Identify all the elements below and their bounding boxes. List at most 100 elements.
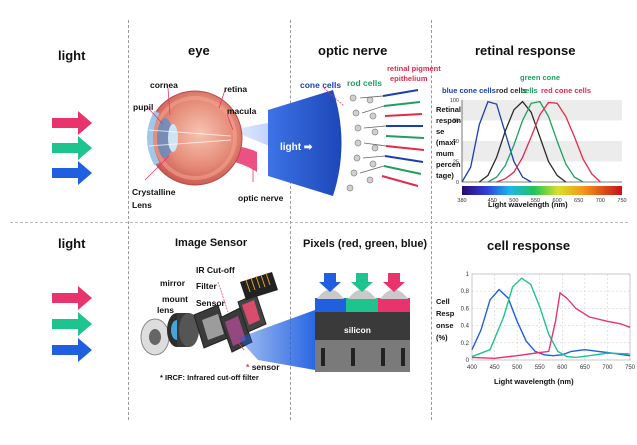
x-tick-label: 750 <box>625 365 635 371</box>
red-arrow-icon <box>52 286 92 310</box>
blue-arrow-icon <box>52 161 92 185</box>
eye-label-macula: macula <box>227 106 257 116</box>
ir-cutoff-label: IR Cut-off <box>196 265 235 275</box>
image-sensor-illustration <box>140 272 278 356</box>
eye-illustration <box>144 87 295 186</box>
x-tick-label: 650 <box>574 198 583 204</box>
series-line <box>487 100 584 183</box>
x-tick-label: 700 <box>596 198 605 204</box>
sensor-label-text: sensor <box>251 362 280 372</box>
divider-1 <box>128 20 129 420</box>
y-tick-label: 0.8 <box>461 289 470 295</box>
x-tick-label: 600 <box>557 365 568 371</box>
ylabel-line: Cell <box>436 297 450 306</box>
light-title-top: light <box>58 48 86 63</box>
x-tick-label: 500 <box>509 198 518 204</box>
y-tick-label: 50 <box>453 139 459 145</box>
pixels-title: Pixels (red, green, blue) <box>303 238 428 250</box>
ircf-footnote: * IRCF: Infrared cut-off filter <box>160 373 259 382</box>
y-tick-label: 0.4 <box>461 324 470 330</box>
cell-response-title: cell response <box>487 238 571 253</box>
pixels-illustration <box>238 273 410 372</box>
sensor-label: * sensor <box>246 362 280 372</box>
x-tick-label: 750 <box>617 198 626 204</box>
light-beam-text: light <box>280 142 302 153</box>
silicon-label: silicon <box>344 325 371 335</box>
sensor-top-label: Sensor <box>196 298 225 308</box>
green-cone-cells-legend: green cone <box>520 73 560 82</box>
y-tick-label: 0.6 <box>461 306 470 312</box>
light-arrow-icon: ➡ <box>303 142 313 153</box>
retinal-pigment-label: retinal pigment <box>387 64 441 73</box>
eye-label-cornea: cornea <box>150 80 178 90</box>
light-arrows-top <box>52 111 92 185</box>
image-sensor-title: Image Sensor <box>175 237 248 249</box>
x-tick-label: 550 <box>535 365 546 371</box>
ylabel-line: percen <box>436 160 461 169</box>
y-tick-label: 0 <box>456 180 459 186</box>
rod-cells-legend: rod cells <box>496 86 527 95</box>
eye-label-lens: Lens <box>132 200 152 210</box>
x-tick-label: 500 <box>512 365 523 371</box>
series-line <box>478 100 567 183</box>
ylabel-line: (maxi <box>436 138 456 147</box>
red-arrow-icon <box>52 111 92 135</box>
grid-band <box>462 100 622 121</box>
cell-xlabel: Light wavelength (nm) <box>494 377 574 386</box>
blue-cone-cells-legend: blue cone cells <box>442 86 496 95</box>
lens-barrel <box>167 313 199 347</box>
y-tick-label: 75 <box>453 119 459 125</box>
series-line <box>471 291 631 359</box>
lens-label: lens <box>157 305 175 315</box>
ylabel-line: mum <box>436 149 454 158</box>
eye-label-optic-nerve: optic nerve <box>238 193 284 203</box>
x-tick-label: 600 <box>553 198 562 204</box>
divider-2 <box>290 20 291 420</box>
x-tick-label: 700 <box>602 365 613 371</box>
cone-cells-label: cone cells <box>300 80 342 90</box>
retinal-xlabel: Light wavelength (nm) <box>488 200 568 209</box>
green-arrow-icon <box>52 312 92 336</box>
ylabel-line: onse <box>436 321 454 330</box>
rod-cells-label: rod cells <box>347 78 382 88</box>
plot-frame <box>471 273 631 361</box>
mirror-label: mirror <box>160 278 186 288</box>
retinal-ylabel: Retinal respon se (maxi mum percen tage) <box>436 104 461 181</box>
eye-label-pupil: pupil <box>133 102 154 112</box>
series-line <box>471 277 631 359</box>
ylabel-line: se <box>436 127 445 136</box>
ylabel-line: (%) <box>436 333 448 342</box>
light-title-bottom: light <box>58 236 86 251</box>
y-tick-label: 1 <box>466 272 470 278</box>
x-tick-label: 400 <box>467 365 478 371</box>
epithelium-label: epithelium <box>390 74 428 83</box>
ylabel-line: tage) <box>436 171 454 180</box>
y-tick-label: 0 <box>466 358 470 364</box>
blue-arrow-icon <box>52 338 92 362</box>
eye-label-retina: retina <box>224 84 248 94</box>
ylabel-line: Retinal <box>436 105 462 114</box>
retinal-response-title: retinal response <box>475 43 576 58</box>
green-arrow-icon <box>52 136 92 160</box>
mount-label: mount <box>162 294 188 304</box>
ylabel-line: respon <box>436 116 462 125</box>
sensor-asterisk: * <box>246 362 250 372</box>
spectrum-bar <box>462 186 622 195</box>
eye-label-crystalline: Crystalline <box>132 187 176 197</box>
eye-title: eye <box>188 43 210 58</box>
divider-3 <box>431 20 432 420</box>
green-cone-label: green cone <box>520 73 561 82</box>
green-cells-legend: cells <box>521 86 538 95</box>
series-line <box>461 100 532 183</box>
filter-label: Filter <box>196 281 217 291</box>
light-arrows-bottom <box>52 286 92 362</box>
ylabel-line: Resp <box>436 309 455 318</box>
x-tick-label: 450 <box>488 198 497 204</box>
optic-nerve-title: optic nerve <box>318 43 388 58</box>
x-tick-label: 550 <box>531 198 540 204</box>
y-tick-label: 0.2 <box>461 341 470 347</box>
horizontal-divider <box>10 222 628 223</box>
